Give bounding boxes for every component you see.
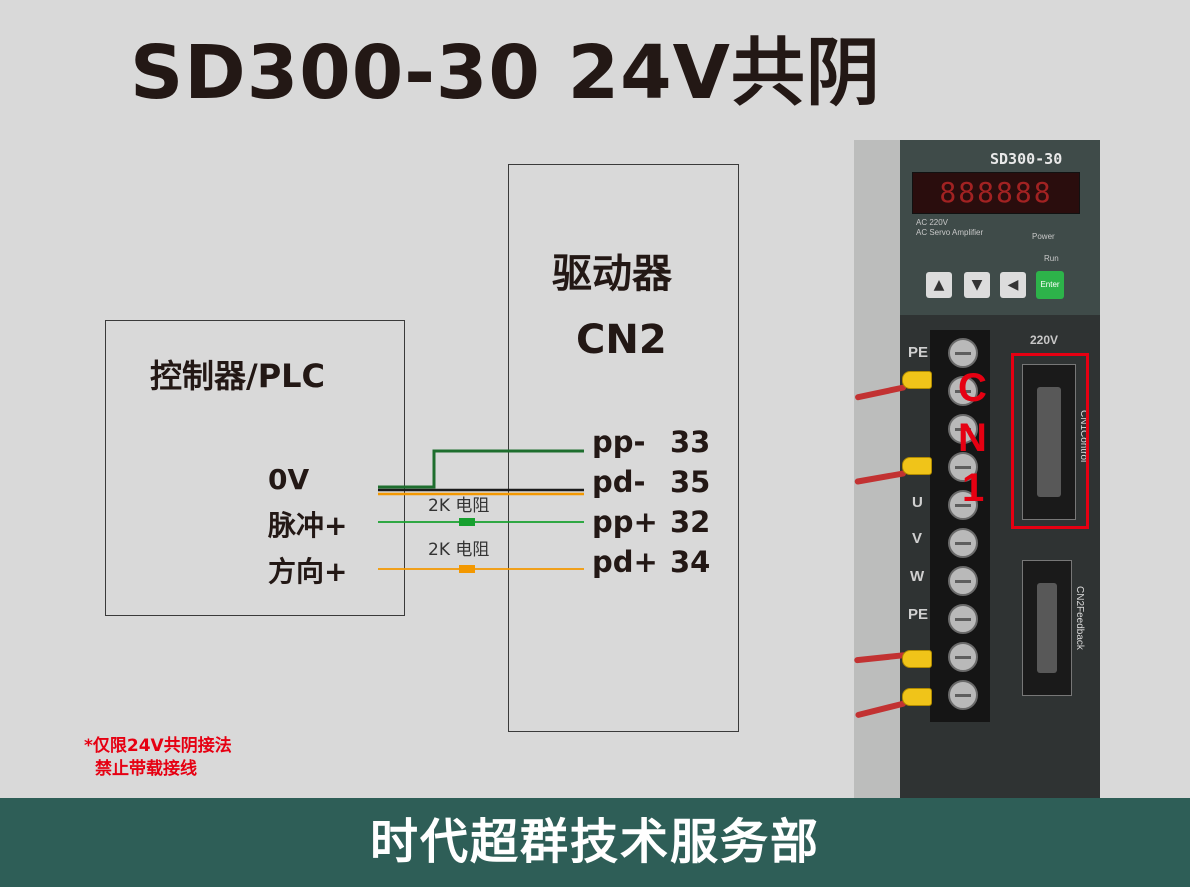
yellow-lug-icon	[902, 688, 932, 706]
screw-icon	[948, 604, 978, 634]
voltage-label: 220V	[1030, 333, 1059, 347]
resistor-pulse	[459, 518, 475, 526]
cn1-connector-pins	[1037, 387, 1061, 497]
driver-subtitle: CN2	[576, 317, 667, 363]
resistor-direction	[459, 565, 475, 573]
footer-bar: 时代超群技术服务部	[0, 798, 1190, 887]
enter-key: Enter	[1036, 271, 1064, 299]
signal-pulse: 脉冲+	[268, 509, 348, 542]
left-arrow-icon: ◀	[1000, 272, 1026, 298]
screw-icon	[948, 338, 978, 368]
cn1-letter-1: 1	[962, 466, 985, 510]
pin-32-number: 32	[670, 505, 711, 539]
yellow-lug-icon	[902, 650, 932, 668]
run-indicator-label: Run	[1044, 254, 1059, 263]
screw-icon	[948, 528, 978, 558]
pin-33-number: 33	[670, 425, 711, 459]
device-model-label: SD300-30	[990, 150, 1063, 168]
signal-0v: 0V	[268, 463, 310, 496]
cn2-connector-pins	[1037, 583, 1057, 673]
servo-driver-photo: SD300-30 888888 AC 220V AC Servo Amplifi…	[854, 140, 1100, 798]
screw-icon	[948, 490, 978, 520]
pin-pp-plus-name: pp+	[592, 505, 658, 539]
driver-box	[508, 164, 739, 732]
screw-icon	[948, 452, 978, 482]
screw-icon	[948, 566, 978, 596]
signal-direction: 方向+	[268, 555, 348, 588]
terminal-label-pe-bottom: PE	[908, 606, 929, 623]
plc-title: 控制器/PLC	[150, 357, 326, 395]
red-wire	[854, 652, 907, 664]
terminal-block	[930, 330, 990, 722]
yellow-lug-icon	[902, 457, 932, 475]
ac-line2: AC Servo Amplifier	[916, 228, 984, 237]
cn1-connector	[1022, 364, 1076, 520]
cn1-highlight-frame	[1011, 353, 1089, 529]
power-indicator-label: Power	[1032, 232, 1055, 241]
resistor-label-direction: 2K 电阻	[428, 540, 490, 560]
warning-note-line2: 禁止带载接线	[95, 759, 197, 779]
cn2-connector-label: CN2Feedback	[1074, 586, 1085, 650]
red-wire	[854, 470, 907, 485]
pin-35-number: 35	[670, 465, 711, 499]
driver-title: 驱动器	[552, 251, 672, 297]
terminal-label-w: W	[910, 568, 925, 585]
pin-pp-minus-name: pp-	[592, 425, 646, 459]
footer-text: 时代超群技术服务部	[369, 814, 820, 870]
terminal-label-u: U	[912, 494, 923, 511]
up-arrow-icon: ▲	[926, 272, 952, 298]
screw-icon	[948, 642, 978, 672]
cn2-connector	[1022, 560, 1072, 696]
resistor-label-pulse: 2K 电阻	[428, 496, 490, 516]
red-wire	[854, 384, 907, 401]
diagram-title: SD300-30 24V共阴	[130, 30, 881, 116]
led-digits: 888888	[939, 176, 1053, 209]
cn1-letter-c: C	[958, 366, 987, 410]
pin-pd-plus-name: pd+	[592, 545, 658, 579]
ac-line1: AC 220V	[916, 218, 949, 227]
cn1-connector-label: CN1Control	[1078, 410, 1089, 463]
screw-icon	[948, 376, 978, 406]
screw-icon	[948, 680, 978, 710]
plc-box	[105, 320, 405, 616]
red-wire	[854, 700, 907, 719]
wire-pp-minus	[378, 449, 584, 489]
screw-icon	[948, 414, 978, 444]
pin-pd-minus-name: pd-	[592, 465, 646, 499]
terminal-label-pe-top: PE	[908, 344, 929, 361]
yellow-lug-icon	[902, 371, 932, 389]
terminal-label-v: V	[912, 530, 923, 547]
pin-34-number: 34	[670, 545, 711, 579]
down-arrow-icon: ▼	[964, 272, 990, 298]
led-display: 888888	[912, 172, 1080, 214]
cn1-letter-n: N	[958, 416, 987, 460]
warning-note-line1: *仅限24V共阴接法	[84, 736, 232, 756]
